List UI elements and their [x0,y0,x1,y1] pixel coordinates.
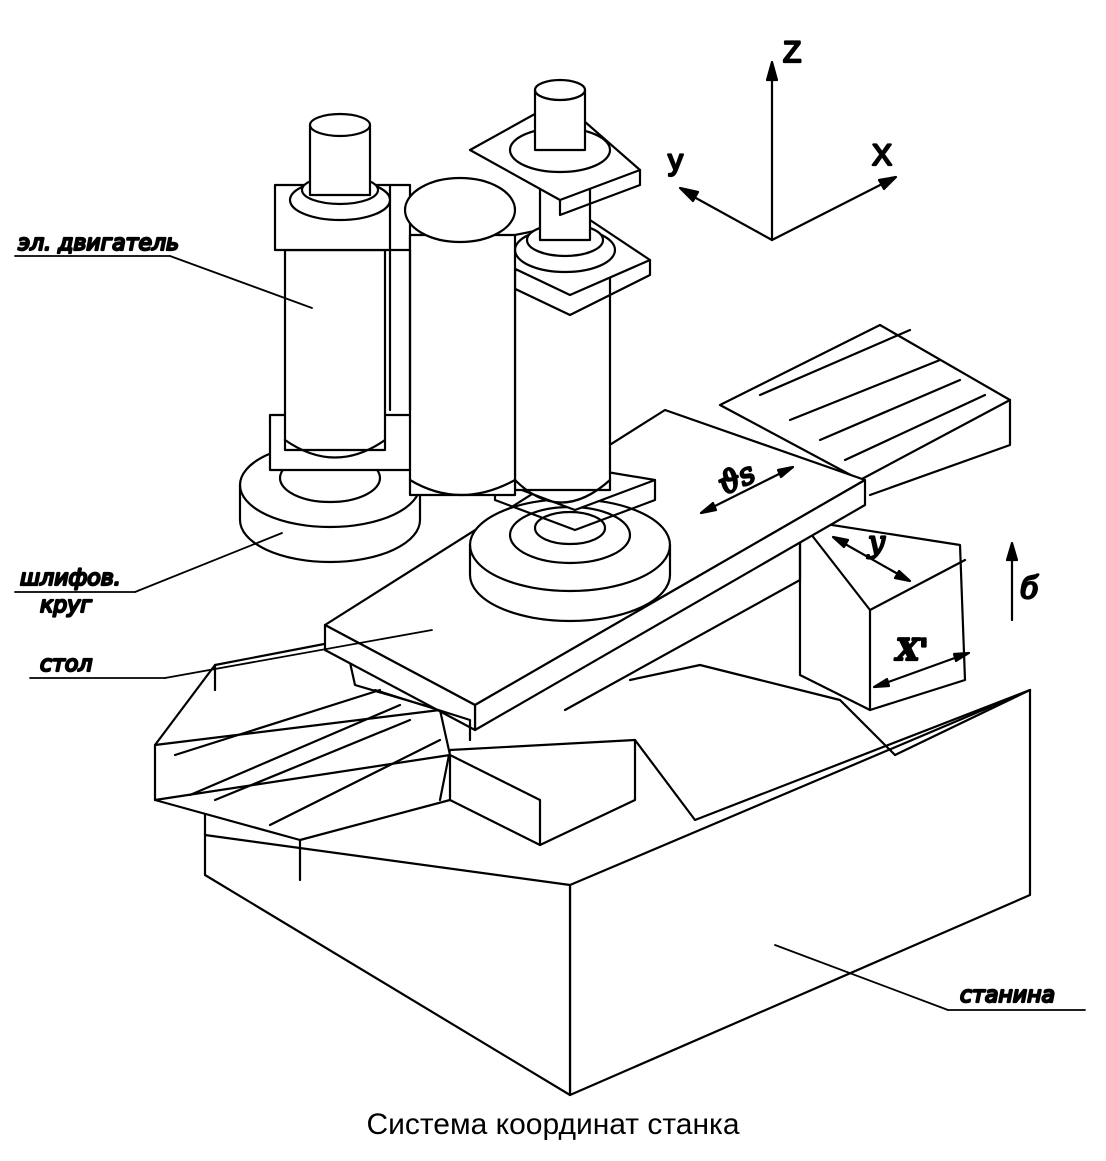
right-guide-rails [718,323,1012,497]
motor-label: эл. двигатель [18,231,179,256]
axis-x-label: X [872,139,892,172]
spindle-head-rear [468,78,642,217]
slide-x-prime-label: X' [894,633,928,668]
axis-y-label: y [668,144,683,177]
bed-label: станина [960,983,1055,1008]
figure-caption: Система координат станка [366,1108,740,1141]
axis-z-label: Z [783,36,801,69]
central-motor [388,176,517,497]
grinding-wheel-label-line1: шлифов. [20,566,121,591]
grinding-wheel-label-line2: круг [40,593,92,618]
table-label: стол [40,652,92,677]
spindle-head-left [238,112,422,564]
table-y-motion-label: y [866,525,886,560]
leader-lines [14,255,1086,1011]
coordinate-axes [678,60,898,242]
cross-slide-block [563,518,967,712]
vertical-b-label: б [1020,571,1039,606]
motion-arrows [699,465,1019,689]
machine-bed [203,663,1032,1097]
